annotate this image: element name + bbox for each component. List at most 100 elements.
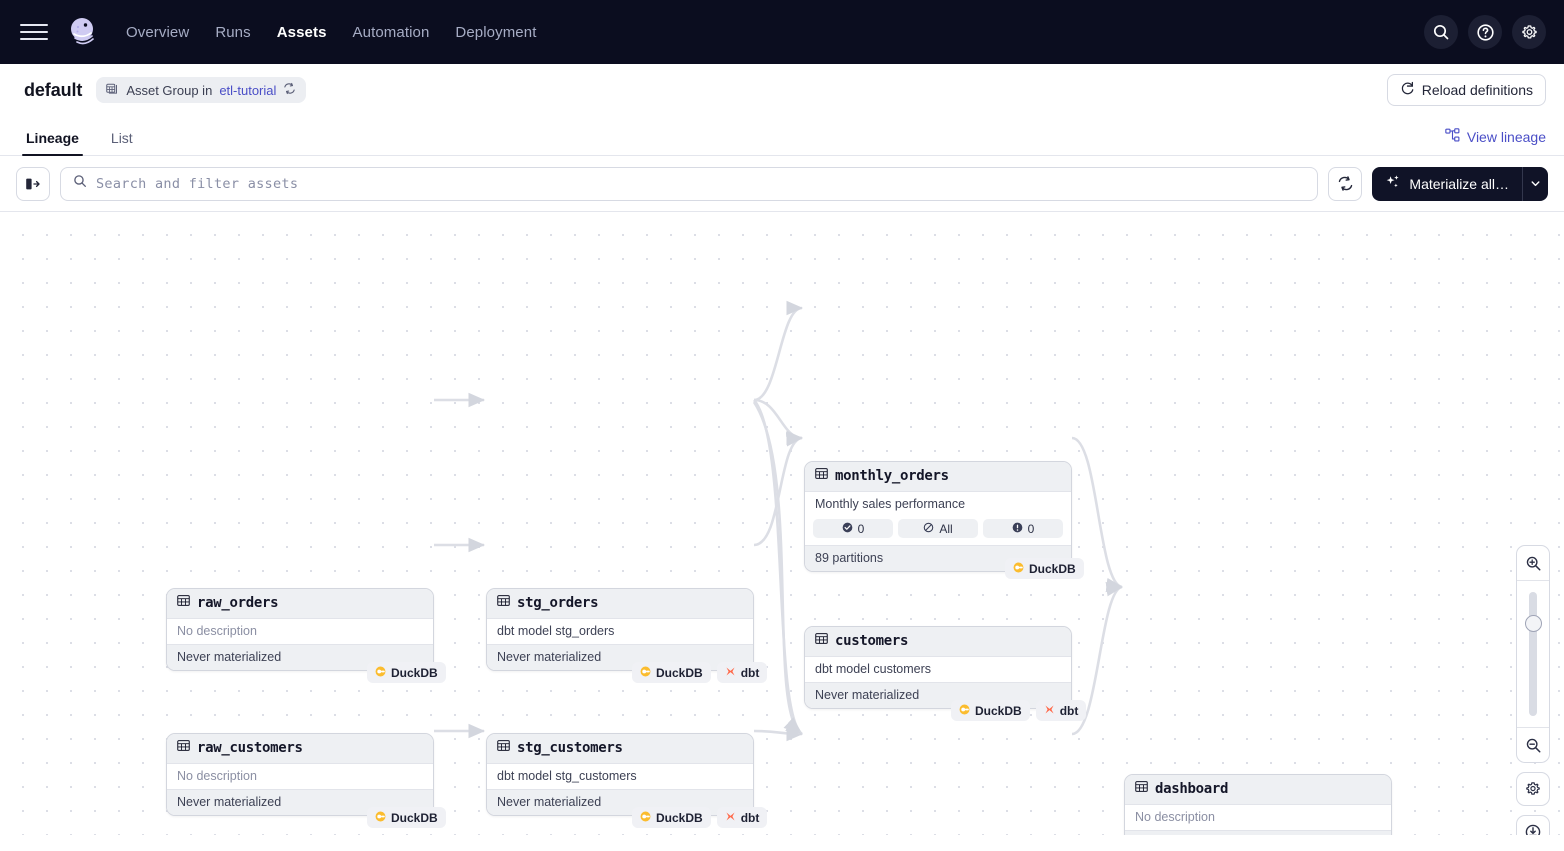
refresh-button[interactable] — [1328, 166, 1363, 201]
panel-toggle-icon[interactable] — [16, 166, 50, 201]
asset-tags-stg-orders: DuckDB dbt — [632, 662, 768, 683]
nav-link-assets[interactable]: Assets — [276, 23, 327, 41]
lineage-graph-canvas[interactable]: monthly_orders Monthly sales performance… — [0, 212, 1564, 835]
materialize-all-button[interactable]: Materialize all… — [1372, 166, 1522, 201]
duckdb-icon — [1013, 562, 1024, 576]
partition-success-segment[interactable]: 0 — [813, 519, 893, 538]
asset-node-raw-orders[interactable]: raw_orders No description Never material… — [166, 588, 434, 671]
nav-link-automation[interactable]: Automation — [352, 23, 430, 41]
search-input-placeholder: Search and filter assets — [96, 175, 299, 192]
nav-right-icons — [1424, 15, 1546, 49]
table-icon — [1135, 780, 1148, 798]
gear-icon[interactable] — [1512, 15, 1546, 49]
tab-list[interactable]: List — [110, 130, 133, 146]
duckdb-icon — [375, 811, 386, 825]
tag-duckdb[interactable]: DuckDB — [951, 700, 1030, 721]
tag-dbt[interactable]: dbt — [1035, 700, 1087, 721]
asset-node-status: Never materialized — [1125, 830, 1391, 835]
dbt-icon — [1044, 704, 1055, 718]
asset-node-title: dashboard — [1155, 781, 1229, 797]
page-header: default Asset Group in etl-tutorial — [0, 64, 1564, 116]
help-icon[interactable] — [1468, 15, 1502, 49]
search-input[interactable]: Search and filter assets — [60, 166, 1319, 201]
nav-link-deployment[interactable]: Deployment — [455, 23, 537, 41]
asset-tags-customers: DuckDB dbt — [951, 700, 1087, 721]
slash-circle-icon — [923, 522, 934, 536]
top-navigation-bar: Overview Runs Assets Automation Deployme… — [0, 0, 1564, 64]
duckdb-icon — [375, 666, 386, 680]
partition-success-value: 0 — [857, 521, 865, 536]
partition-failed-segment[interactable]: 0 — [983, 519, 1063, 538]
partition-missing-value: All — [939, 521, 953, 536]
reload-definitions-button[interactable]: Reload definitions — [1386, 74, 1546, 106]
tag-duckdb[interactable]: DuckDB — [367, 662, 446, 683]
asset-node-title: raw_orders — [197, 595, 279, 611]
materialize-all-label: Materialize all… — [1409, 175, 1509, 192]
exclamation-circle-icon — [1012, 522, 1023, 536]
asset-node-customers[interactable]: customers dbt model customers Never mate… — [804, 626, 1072, 709]
asset-group-chip-link[interactable]: etl-tutorial — [219, 82, 277, 98]
search-icon — [73, 174, 87, 193]
table-icon — [497, 739, 510, 757]
asset-node-monthly-orders[interactable]: monthly_orders Monthly sales performance… — [804, 461, 1072, 572]
tag-label: DuckDB — [391, 665, 438, 680]
zoom-slider-thumb[interactable] — [1524, 615, 1542, 632]
assets-toolbar: Search and filter assets Materialize all… — [0, 156, 1564, 212]
asset-node-description: No description — [1125, 805, 1391, 830]
dagster-logo[interactable] — [62, 12, 102, 52]
tag-dbt[interactable]: dbt — [716, 807, 768, 828]
zoom-in-icon[interactable] — [1517, 546, 1549, 580]
asset-group-icon — [106, 82, 119, 98]
tag-duckdb[interactable]: DuckDB — [632, 807, 711, 828]
zoom-slider[interactable] — [1517, 580, 1549, 728]
tab-lineage[interactable]: Lineage — [22, 130, 83, 156]
tag-label: dbt — [740, 665, 760, 680]
asset-group-chip[interactable]: Asset Group in etl-tutorial — [96, 77, 307, 103]
asset-node-header: stg_orders — [487, 589, 753, 619]
nav-link-runs[interactable]: Runs — [215, 23, 251, 41]
tag-duckdb[interactable]: DuckDB — [632, 662, 711, 683]
asset-node-status: Never materialized — [487, 789, 753, 815]
tag-duckdb[interactable]: DuckDB — [367, 807, 446, 828]
asset-node-header: raw_customers — [167, 734, 433, 764]
download-graph-button[interactable] — [1516, 815, 1550, 835]
tag-label: DuckDB — [656, 810, 703, 825]
asset-node-header: monthly_orders — [805, 462, 1071, 492]
tag-label: DuckDB — [975, 703, 1022, 718]
tag-dbt[interactable]: dbt — [716, 662, 768, 683]
asset-node-dashboard[interactable]: dashboard No description Never materiali… — [1124, 774, 1392, 835]
hamburger-icon[interactable] — [20, 18, 48, 46]
tag-label: dbt — [740, 810, 760, 825]
nav-link-overview[interactable]: Overview — [126, 23, 190, 41]
table-icon — [815, 632, 828, 650]
asset-node-title: stg_orders — [517, 595, 599, 611]
asset-group-chip-prefix: Asset Group in — [126, 82, 213, 98]
tag-duckdb[interactable]: DuckDB — [1005, 558, 1084, 579]
tag-label: dbt — [1059, 703, 1079, 718]
table-icon — [497, 594, 510, 612]
partition-failed-value: 0 — [1027, 521, 1035, 536]
tag-label: DuckDB — [656, 665, 703, 680]
view-lineage-label: View lineage — [1466, 129, 1546, 145]
chevron-down-icon[interactable] — [1522, 166, 1548, 201]
table-icon — [815, 467, 828, 485]
asset-node-status: Never materialized — [487, 644, 753, 670]
zoom-slider-track — [1529, 592, 1537, 716]
asset-node-stg-customers[interactable]: stg_customers dbt model stg_customers Ne… — [486, 733, 754, 816]
duckdb-icon — [959, 704, 970, 718]
view-lineage-button[interactable]: View lineage — [1445, 128, 1546, 155]
asset-node-header: raw_orders — [167, 589, 433, 619]
asset-node-partitions: 89 partitions — [805, 545, 1071, 571]
asset-node-raw-customers[interactable]: raw_customers No description Never mater… — [166, 733, 434, 816]
asset-node-description: dbt model stg_orders — [487, 619, 753, 644]
asset-node-description: No description — [167, 764, 433, 789]
reload-definitions-label: Reload definitions — [1421, 82, 1533, 98]
lineage-icon — [1445, 128, 1460, 146]
search-icon[interactable] — [1424, 15, 1458, 49]
graph-settings-button[interactable] — [1516, 772, 1550, 806]
partition-missing-segment[interactable]: All — [898, 519, 978, 538]
asset-node-title: raw_customers — [197, 740, 303, 756]
zoom-out-icon[interactable] — [1517, 728, 1549, 762]
refresh-icon[interactable] — [283, 82, 296, 98]
asset-node-stg-orders[interactable]: stg_orders dbt model stg_orders Never ma… — [486, 588, 754, 671]
